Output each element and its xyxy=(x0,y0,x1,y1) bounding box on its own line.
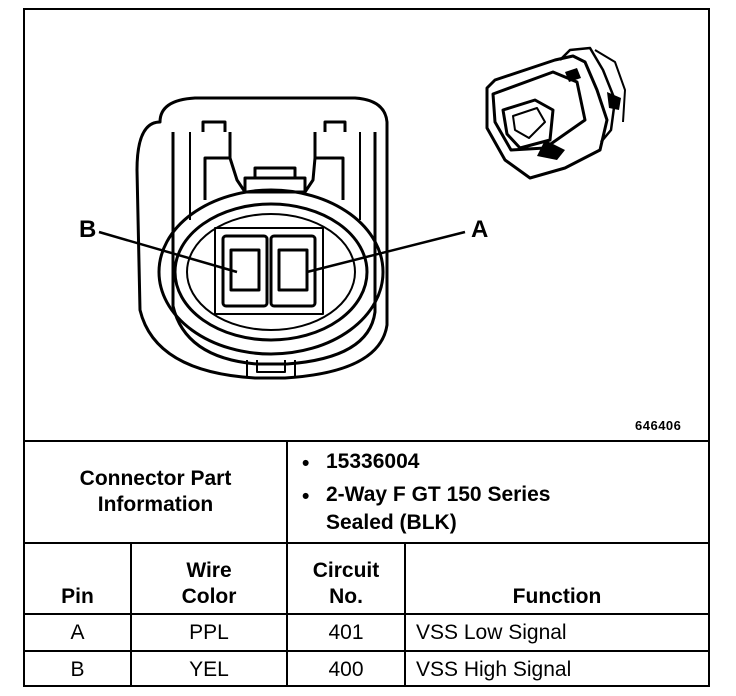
connector-sheet: B A 646406 Connector Part Information • … xyxy=(23,8,710,687)
function-cell: VSS High Signal xyxy=(404,650,708,687)
connector-part-number: 15336004 xyxy=(326,450,420,473)
leader-line-b xyxy=(98,230,238,274)
table-row: A PPL 401 VSS Low Signal xyxy=(25,613,708,652)
connector-info-row: Connector Part Information • 15336004 • … xyxy=(25,440,708,544)
seal-outer-ring xyxy=(157,188,385,356)
connector-info-label: Connector Part Information xyxy=(25,440,288,544)
connector-series-line2: Sealed (BLK) xyxy=(326,511,457,534)
header-circuit-no: Circuit No. xyxy=(286,542,406,615)
connector-table: Connector Part Information • 15336004 • … xyxy=(25,440,708,687)
connector-3d-view xyxy=(485,46,626,180)
connector-latch xyxy=(201,120,347,200)
pin-cell: B xyxy=(25,650,132,687)
callout-pin-b: B xyxy=(79,216,97,243)
wire-color-cell: PPL xyxy=(130,613,288,652)
function-cell: VSS Low Signal xyxy=(404,613,708,652)
circuit-cell: 400 xyxy=(286,650,406,687)
circuit-cell: 401 xyxy=(286,613,406,652)
connector-face-drawing xyxy=(98,46,626,380)
connector-housing-outline xyxy=(135,96,389,380)
pin-cavity-b xyxy=(221,234,269,308)
connector-info-label-line2: Information xyxy=(97,493,214,516)
callout-pin-a: A xyxy=(471,216,489,243)
header-function: Function xyxy=(404,542,708,615)
seal-inner-ring xyxy=(173,202,369,342)
pin-cell: A xyxy=(25,613,132,652)
connector-key xyxy=(246,360,296,378)
connector-info-list: • 15336004 • 2-Way F GT 150 Series Seale… xyxy=(286,440,708,544)
connector-series-line1: 2-Way F GT 150 Series xyxy=(326,483,551,506)
connector-figure: B A 646406 xyxy=(25,10,708,440)
connector-part-number-item: • 15336004 xyxy=(302,448,708,479)
bullet-icon: • xyxy=(302,485,310,508)
wire-color-cell: YEL xyxy=(130,650,288,687)
bullet-icon: • xyxy=(302,452,310,475)
leader-line-a xyxy=(306,230,466,274)
header-wire-color: Wire Color xyxy=(130,542,288,615)
table-header-row: Pin Wire Color Circuit No. Function xyxy=(25,542,708,615)
connector-series-item: • 2-Way F GT 150 Series Sealed (BLK) xyxy=(302,481,708,537)
figure-id: 646406 xyxy=(635,418,682,433)
table-row: B YEL 400 VSS High Signal xyxy=(25,650,708,687)
connector-housing-inner xyxy=(171,132,377,366)
connector-info-label-line1: Connector Part xyxy=(79,467,232,490)
header-pin: Pin xyxy=(25,542,132,615)
